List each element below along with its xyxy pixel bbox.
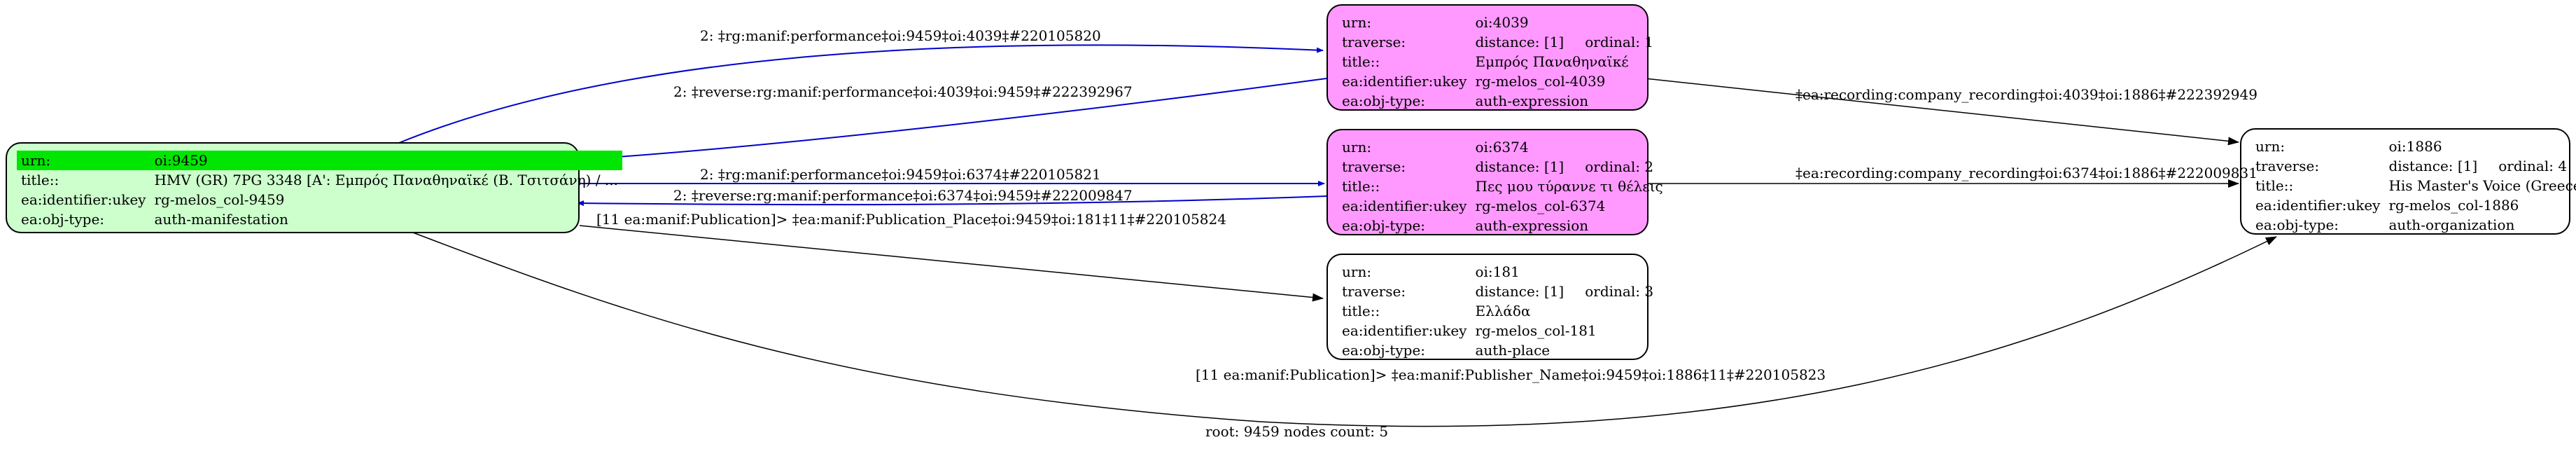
ordinal-value: ordinal: 1 — [1585, 34, 1654, 50]
node-root[interactable]: urn: oi:9459 title:: HMV (GR) 7PG 3348 [… — [6, 142, 622, 233]
obj-type-key: ea:obj-type: — [2255, 216, 2339, 233]
urn-value: oi:4039 — [1475, 14, 1529, 31]
identifier-key: ea:identifier:ukey — [1342, 198, 1467, 214]
identifier-key: ea:identifier:ukey — [21, 191, 146, 208]
node-4039[interactable]: urn: oi:4039 traverse: distance: [1] ordina… — [1326, 4, 1653, 111]
identifier-value: rg-melos_col-4039 — [1475, 73, 1606, 90]
identifier-value: rg-melos_col-9459 — [154, 191, 285, 208]
edge-root-to-4039 — [398, 44, 1324, 144]
obj-type-value: auth-manifestation — [154, 211, 288, 228]
root-urn-row: urn: oi:9459 — [17, 151, 622, 170]
graph-footer: root: 9459 nodes count: 5 — [1205, 423, 1389, 440]
urn-key: urn: — [1342, 14, 1372, 31]
traverse-key: traverse: — [1342, 34, 1406, 50]
title-value: HMV (GR) 7PG 3348 [Α': Εμπρός Παναθηναϊκ… — [154, 172, 618, 188]
obj-type-key: ea:obj-type: — [21, 211, 105, 228]
edge-6374-to-root — [577, 195, 1327, 207]
title-key: title:: — [1342, 178, 1380, 195]
edge-4039-to-root — [577, 78, 1327, 163]
obj-type-key: ea:obj-type: — [1342, 92, 1426, 109]
obj-type-value: auth-place — [1475, 342, 1550, 359]
node-1886[interactable]: urn: oi:1886 traverse: distance: [1] ordina… — [2240, 128, 2576, 235]
edge-label-root-to-181: [11 ea:manif:Publication]> ‡ea:manif:Pub… — [596, 211, 1226, 228]
title-value: Ελλάδα — [1475, 303, 1531, 319]
urn-value: oi:9459 — [150, 151, 622, 170]
identifier-key: ea:identifier:ukey — [1342, 322, 1467, 339]
obj-type-value: auth-expression — [1475, 217, 1589, 234]
edge-root-to-181 — [579, 225, 1324, 302]
identifier-key: ea:identifier:ukey — [1342, 73, 1467, 90]
urn-value: oi:6374 — [1475, 139, 1529, 156]
ordinal-value: ordinal: 4 — [2498, 158, 2568, 174]
ordinal-value: ordinal: 3 — [1585, 283, 1654, 300]
edge-label-6374-to-1886: ‡ea:recording:company_recording‡oi:6374‡… — [1795, 165, 2258, 181]
urn-value: oi:181 — [1475, 263, 1520, 280]
title-key: title:: — [1342, 303, 1380, 319]
edge-label-4039-to-root: 2: ‡reverse:rg:manif:performance‡oi:4039… — [673, 83, 1133, 100]
title-value: His Master's Voice (Greece) — [2388, 177, 2576, 194]
traverse-value: distance: [1] — [1475, 283, 1564, 300]
title-key: title:: — [2255, 177, 2294, 194]
obj-type-value: auth-organization — [2388, 216, 2515, 233]
title-value: Πες μου τύραννε τι θέλεις — [1475, 178, 1663, 195]
urn-key: urn: — [17, 151, 150, 170]
edge-label-root-to-6374: 2: ‡rg:manif:performance‡oi:9459‡oi:6374… — [700, 166, 1101, 183]
edge-4039-to-1886 — [1644, 78, 2239, 146]
edge-label-root-to-4039: 2: ‡rg:manif:performance‡oi:9459‡oi:4039… — [700, 27, 1101, 44]
title-key: title:: — [1342, 53, 1380, 70]
identifier-key: ea:identifier:ukey — [2255, 197, 2381, 214]
node-6374[interactable]: urn: oi:6374 traverse: distance: [1] ordina… — [1326, 129, 1663, 235]
identifier-value: rg-melos_col-1886 — [2388, 197, 2519, 214]
title-value: Εμπρός Παναθηναϊκέ — [1475, 53, 1629, 70]
traverse-value: distance: [1] — [2388, 158, 2478, 174]
edge-root-to-1886-publisher — [412, 232, 2277, 427]
traverse-key: traverse: — [1342, 283, 1406, 300]
identifier-value: rg-melos_col-181 — [1475, 322, 1597, 339]
traverse-value: distance: [1] — [1475, 158, 1564, 175]
traverse-key: traverse: — [1342, 158, 1406, 175]
edge-label-4039-to-1886: ‡ea:recording:company_recording‡oi:4039‡… — [1795, 86, 2258, 103]
title-key: title:: — [21, 172, 59, 188]
urn-key: urn: — [2255, 138, 2286, 155]
urn-value: oi:1886 — [2388, 138, 2442, 155]
traverse-value: distance: [1] — [1475, 34, 1564, 50]
urn-key: urn: — [1342, 263, 1372, 280]
edge-label-root-to-1886-publisher: [11 ea:manif:Publication]> ‡ea:manif:Pub… — [1196, 366, 1826, 383]
identifier-value: rg-melos_col-6374 — [1475, 198, 1606, 214]
edge-label-6374-to-root: 2: ‡reverse:rg:manif:performance‡oi:6374… — [673, 187, 1133, 204]
traverse-key: traverse: — [2255, 158, 2320, 174]
obj-type-key: ea:obj-type: — [1342, 342, 1426, 359]
ordinal-value: ordinal: 2 — [1585, 158, 1654, 175]
obj-type-value: auth-expression — [1475, 92, 1589, 109]
urn-key: urn: — [1342, 139, 1372, 156]
obj-type-key: ea:obj-type: — [1342, 217, 1426, 234]
node-181[interactable]: urn: oi:181 traverse: distance: [1] ordinal… — [1326, 254, 1653, 360]
